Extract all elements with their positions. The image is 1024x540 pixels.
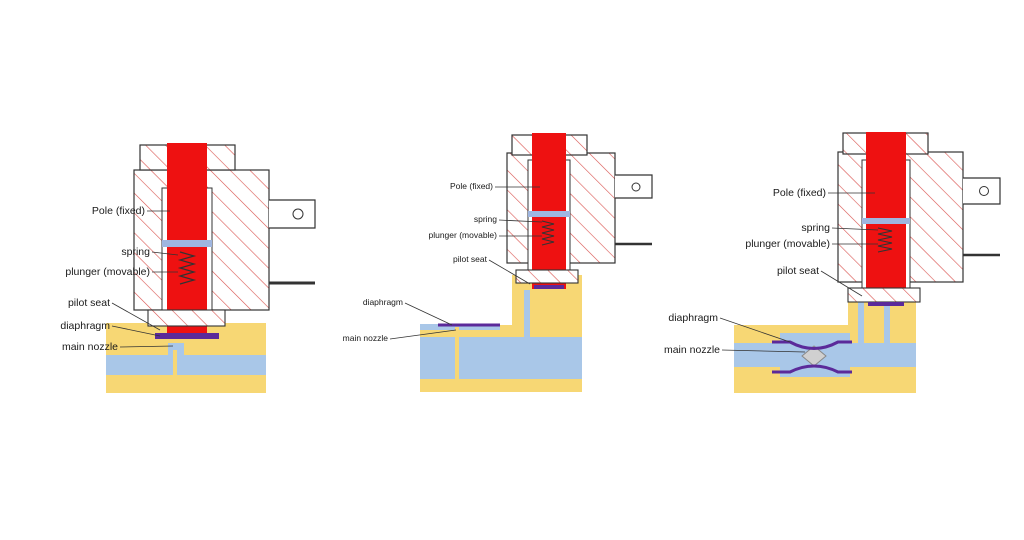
label-pilot-seat: pilot seat xyxy=(777,265,819,277)
panel-pilot-operated: Pole (fixed) spring plunger (movable) pi… xyxy=(664,132,1001,393)
fluid-channel-blue xyxy=(106,355,266,375)
air-gap xyxy=(162,240,212,247)
air-gap xyxy=(862,218,910,224)
pilot-seal xyxy=(534,285,564,289)
base-fitting xyxy=(515,269,579,284)
label-plunger: plunger (movable) xyxy=(745,238,830,250)
diaphragm-seal xyxy=(155,333,219,339)
label-spring: spring xyxy=(121,246,150,258)
label-main-nozzle: main nozzle xyxy=(62,341,118,353)
diaphragm-lower xyxy=(772,364,852,374)
vertical-channel-blue xyxy=(524,290,530,338)
label-spring: spring xyxy=(474,214,497,224)
label-plunger: plunger (movable) xyxy=(428,230,497,240)
panel-semi-direct-acting: Pole (fixed) spring plunger (movable) pi… xyxy=(343,133,653,392)
spring xyxy=(541,220,555,246)
label-pole: Pole (fixed) xyxy=(773,187,826,199)
label-diaphragm: diaphragm xyxy=(60,320,110,332)
base-fitting xyxy=(147,309,226,327)
vertical-channel-blue xyxy=(858,300,864,345)
electric-connector xyxy=(269,199,316,229)
label-pilot-seat: pilot seat xyxy=(68,297,110,309)
spring xyxy=(877,227,893,253)
label-pole: Pole (fixed) xyxy=(450,181,493,191)
spring xyxy=(177,251,197,285)
upper-chamber-blue xyxy=(780,333,850,345)
panel-direct-acting: Pole (fixed) spring plunger (movable) pi… xyxy=(60,143,316,393)
label-main-nozzle: main nozzle xyxy=(664,344,720,356)
connector-hole xyxy=(979,186,989,196)
pole-fixed xyxy=(532,133,566,211)
nozzle-divider xyxy=(455,327,459,379)
label-pilot-seat: pilot seat xyxy=(453,254,488,264)
nozzle-divider xyxy=(173,350,177,376)
connector-hole xyxy=(292,208,304,220)
fluid-channel-blue xyxy=(420,337,582,379)
base-fitting xyxy=(847,287,921,303)
label-spring: spring xyxy=(801,222,830,234)
air-gap xyxy=(528,211,570,217)
label-plunger: plunger (movable) xyxy=(65,266,150,278)
label-main-nozzle: main nozzle xyxy=(343,333,389,343)
pole-fixed xyxy=(167,143,207,240)
pilot-seal xyxy=(868,302,904,306)
connector-hole xyxy=(631,182,641,192)
pole-fixed xyxy=(866,132,906,218)
right-channel-blue xyxy=(884,300,890,345)
label-pole: Pole (fixed) xyxy=(92,205,145,217)
label-diaphragm: diaphragm xyxy=(668,312,718,324)
label-diaphragm: diaphragm xyxy=(363,297,403,307)
diaphragm-upper xyxy=(772,340,852,350)
